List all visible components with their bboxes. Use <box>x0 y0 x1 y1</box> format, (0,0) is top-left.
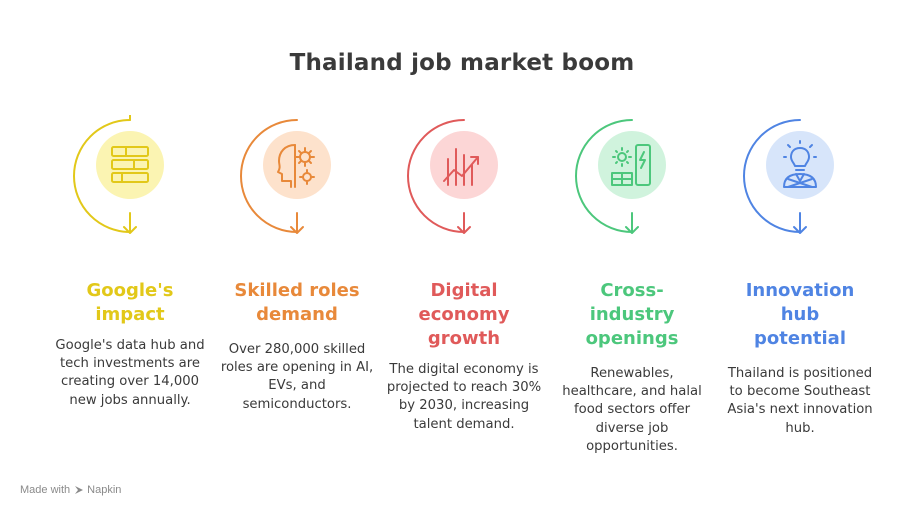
emblem-arc <box>743 119 801 233</box>
item-description: Renewables, healthcare, and halal food s… <box>562 366 702 454</box>
item-skilled-roles-demand: Skilled roles demand Over 280,000 skille… <box>215 115 379 475</box>
footer-brand: Napkin <box>87 484 122 496</box>
emblem-arc <box>73 119 131 233</box>
item-googles-impact: Google's impact Google's data hub and te… <box>48 115 212 475</box>
emblem <box>575 119 666 234</box>
emblem <box>240 119 331 234</box>
lightbulb-person-icon <box>783 140 817 188</box>
item-description: The digital economy is projected to reac… <box>386 362 542 432</box>
emblem-fill <box>598 131 666 199</box>
emblem-arc <box>575 119 633 233</box>
footer-prefix: Made with <box>20 484 71 496</box>
emblem-arc <box>407 119 465 233</box>
item-innovation-hub-potential: Innovation hub potential Thailand is pos… <box>718 115 882 475</box>
item-heading: Cross- industry openings <box>585 280 679 349</box>
emblem-fill <box>263 131 331 199</box>
napkin-brand: Napkin <box>74 484 121 496</box>
item-digital-economy-growth: Digital economy growth The digital econo… <box>382 115 546 475</box>
renewable-energy-icon <box>611 144 651 186</box>
arrow-down-icon <box>793 212 807 234</box>
item-description: Google's data hub and tech investments a… <box>55 338 205 408</box>
head-gear-icon <box>277 144 315 188</box>
emblem <box>407 119 498 234</box>
emblem <box>743 119 834 234</box>
item-description: Thailand is positioned to become Southea… <box>727 366 873 436</box>
arrow-down-icon <box>625 212 639 234</box>
item-heading: Digital economy growth <box>418 280 510 349</box>
emblem-fill <box>96 131 164 199</box>
server-stack-icon <box>111 146 149 183</box>
growth-chart-icon <box>443 148 479 186</box>
emblem-arc <box>240 119 298 233</box>
item-heading: Skilled roles demand <box>234 280 360 325</box>
made-with-napkin[interactable]: Made with Napkin <box>20 484 121 496</box>
item-description: Over 280,000 skilled roles are opening i… <box>220 342 374 412</box>
arrow-down-icon <box>457 212 471 234</box>
arrow-down-icon <box>123 212 137 234</box>
emblem <box>73 115 164 234</box>
napkin-logo-icon <box>75 486 84 494</box>
item-heading: Google's impact <box>86 280 174 325</box>
arrow-down-icon <box>290 212 304 234</box>
page-title: Thailand job market boom <box>289 50 635 76</box>
item-cross-industry-openings: Cross- industry openings Renewables, hea… <box>550 115 714 475</box>
item-heading: Innovation hub potential <box>745 280 855 349</box>
